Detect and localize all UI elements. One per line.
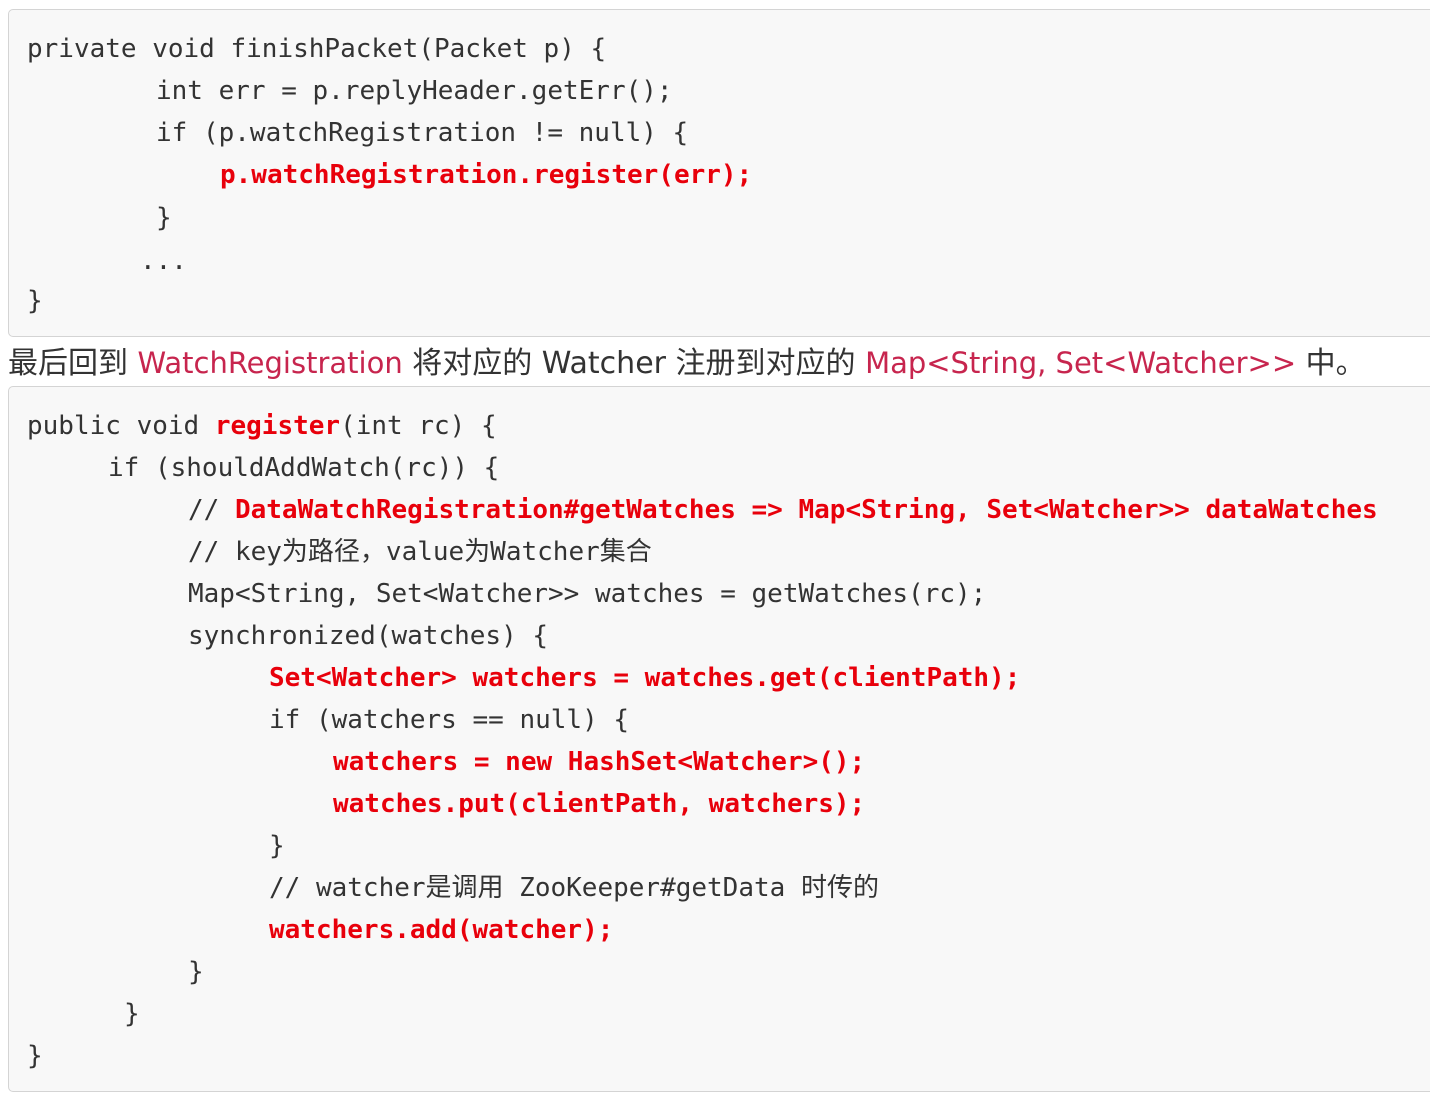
code-line: } <box>269 831 285 861</box>
code-line-highlighted: p.watchRegistration.register(err); <box>220 160 753 190</box>
code-line: public void register(int rc) { <box>27 411 497 441</box>
method-name-register: register <box>214 411 341 441</box>
code-line: if (shouldAddWatch(rc)) { <box>108 453 500 483</box>
comment-highlighted: DataWatchRegistration#getWatches => Map<… <box>234 495 1378 525</box>
paragraph-text: 将对应的 Watcher 注册到对应的 <box>402 346 866 381</box>
code-line: ... <box>140 246 187 276</box>
code-line: synchronized(watches) { <box>188 621 549 651</box>
code-line: } <box>27 286 43 316</box>
code-comment-line: // watcher是调用 ZooKeeper#getData 时传的 <box>269 873 879 903</box>
paragraph-text: 最后回到 <box>8 346 138 381</box>
code-line: if (p.watchRegistration != null) { <box>156 118 689 148</box>
code-line: private void finishPacket(Packet p) { <box>27 34 607 64</box>
code-line: } <box>156 203 172 233</box>
code-line-highlighted: watchers = new HashSet<Watcher>(); <box>333 747 866 777</box>
code-line: if (watchers == null) { <box>269 705 630 735</box>
code-line: Map<String, Set<Watcher>> watches = getW… <box>188 579 987 609</box>
code-block-finish-packet: private void finishPacket(Packet p) { in… <box>8 9 1430 337</box>
code-line-highlighted: watchers.add(watcher); <box>269 915 614 945</box>
code-line: int err = p.replyHeader.getErr(); <box>156 76 673 106</box>
explanation-paragraph: 最后回到 WatchRegistration 将对应的 Watcher 注册到对… <box>8 342 1366 384</box>
code-line-highlighted: watches.put(clientPath, watchers); <box>333 789 866 819</box>
code-block-register: public void register(int rc) { if (shoul… <box>8 386 1430 1092</box>
code-comment-line: // key为路径，value为Watcher集合 <box>188 537 652 567</box>
code-comment-line: // DataWatchRegistration#getWatches => M… <box>188 495 1378 525</box>
code-line: } <box>124 999 140 1029</box>
inline-code-map-type: Map<String, Set<Watcher>> <box>865 346 1297 380</box>
inline-code-watch-registration: WatchRegistration <box>137 346 403 380</box>
code-line: } <box>27 1041 43 1071</box>
code-line-highlighted: Set<Watcher> watchers = watches.get(clie… <box>269 663 1021 693</box>
code-line: } <box>188 957 204 987</box>
paragraph-text: 中。 <box>1296 346 1366 381</box>
